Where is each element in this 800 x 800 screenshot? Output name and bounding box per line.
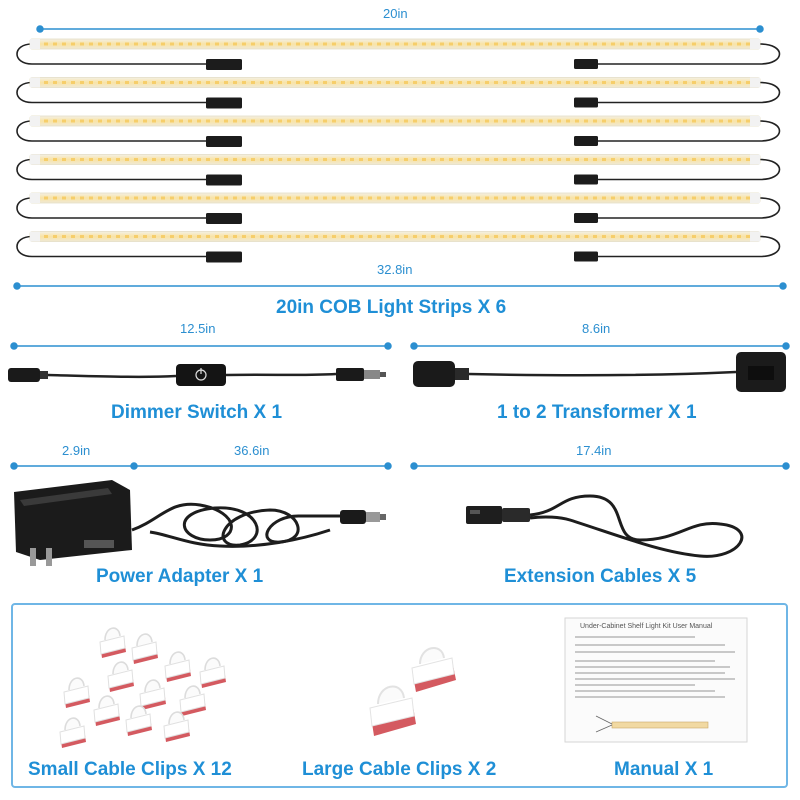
small-clips-title: Small Cable Clips X 12: [28, 759, 232, 780]
strip-connector: [574, 136, 598, 146]
power-adapter: [10, 462, 392, 566]
strip-connector: [206, 59, 242, 70]
manual-heading: Under-Cabinet Shelf Light Kit User Manua…: [580, 623, 713, 630]
strip-connector: [574, 174, 598, 185]
strip-cable-label: 32.8in: [377, 262, 413, 277]
adapter-title: Power Adapter X 1: [96, 566, 264, 587]
transformer-title: 1 to 2 Transformer X 1: [497, 402, 697, 423]
extension-title: Extension Cables X 5: [504, 566, 697, 587]
small-clip: [125, 705, 152, 736]
small-clip: [139, 679, 166, 710]
small-clip: [199, 657, 226, 688]
strip-connector: [206, 174, 242, 186]
large-cable-clips: [369, 647, 456, 736]
strip-connector: [574, 213, 598, 223]
strip-connector: [574, 97, 598, 108]
small-clip: [99, 627, 126, 658]
small-clip: [164, 651, 191, 682]
user-manual: [564, 617, 748, 743]
adapter-cable-label: 36.6in: [234, 443, 270, 458]
extension-length-label: 17.4in: [576, 443, 612, 458]
strip-length-label: 20in: [383, 6, 408, 21]
adapter-plug-label: 2.9in: [62, 443, 91, 458]
transformer: [410, 342, 790, 392]
strip-connector: [206, 97, 242, 109]
dimmer-length-label: 12.5in: [180, 321, 216, 336]
dimmer-touch-button: [176, 364, 226, 386]
strip-connector: [206, 136, 242, 147]
small-cable-clips: [59, 627, 226, 748]
dimmer-dc-female-jack: [8, 368, 40, 382]
small-clip: [107, 661, 134, 692]
extension-cable: [410, 462, 790, 558]
strip-connector: [574, 251, 598, 262]
adapter-dc-plug: [340, 510, 366, 524]
dimmer-dc-male-plug: [336, 368, 364, 381]
small-clip: [93, 695, 120, 726]
transformer-dc-jack: [413, 361, 455, 387]
dimmer-switch: [8, 342, 392, 386]
transformer-length-label: 8.6in: [582, 321, 611, 336]
extension-connector: [466, 506, 502, 524]
small-clip: [131, 633, 158, 664]
light-strip: [16, 115, 781, 147]
large-clip: [369, 685, 416, 736]
small-clip: [63, 677, 90, 708]
strip-connector: [206, 251, 242, 263]
strips-title: 20in COB Light Strips X 6: [276, 297, 507, 318]
small-clip: [59, 717, 86, 748]
manual-title: Manual X 1: [614, 759, 714, 780]
small-clip: [179, 685, 206, 716]
light-strip: [16, 154, 781, 186]
light-strip: [16, 77, 781, 109]
adapter-prong: [30, 548, 36, 566]
strip-connector: [206, 213, 242, 224]
small-clip: [163, 711, 190, 742]
adapter-prong: [46, 548, 52, 566]
strip-connector: [574, 59, 598, 69]
dimmer-title: Dimmer Switch X 1: [111, 402, 283, 423]
light-strip: [16, 231, 781, 263]
light-strip: [16, 192, 781, 224]
light-strips: [16, 38, 781, 263]
large-clips-title: Large Cable Clips X 2: [302, 759, 497, 780]
light-strip: [16, 38, 781, 70]
accessories-panel: [11, 603, 788, 788]
large-clip: [411, 647, 456, 692]
